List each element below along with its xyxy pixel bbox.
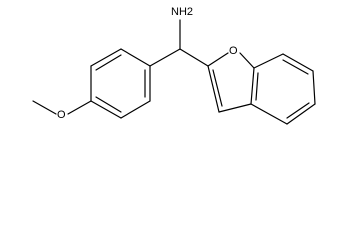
furan-oxygen-label: O (229, 43, 239, 57)
amine-text: NH2 (171, 6, 193, 18)
methoxy-oxygen-label: O (57, 107, 67, 121)
bond-methoxy-methyl (32, 100, 57, 115)
molecule-structure: NH2 O O (32, 4, 316, 125)
structure-diagram: NH2 O O (32, 4, 316, 125)
bond-methine-anisyl (149, 48, 181, 67)
anisole-ring (90, 48, 151, 119)
bond-ring-methoxy-o (67, 100, 92, 115)
amine-label: NH2 (170, 4, 193, 18)
benzo-ring (250, 53, 316, 125)
bond-methine-benzofuran (179, 48, 209, 67)
furan-oxygen-text: O (229, 45, 238, 57)
furan-ring (207, 52, 255, 113)
methoxy-oxygen-text: O (57, 109, 66, 121)
